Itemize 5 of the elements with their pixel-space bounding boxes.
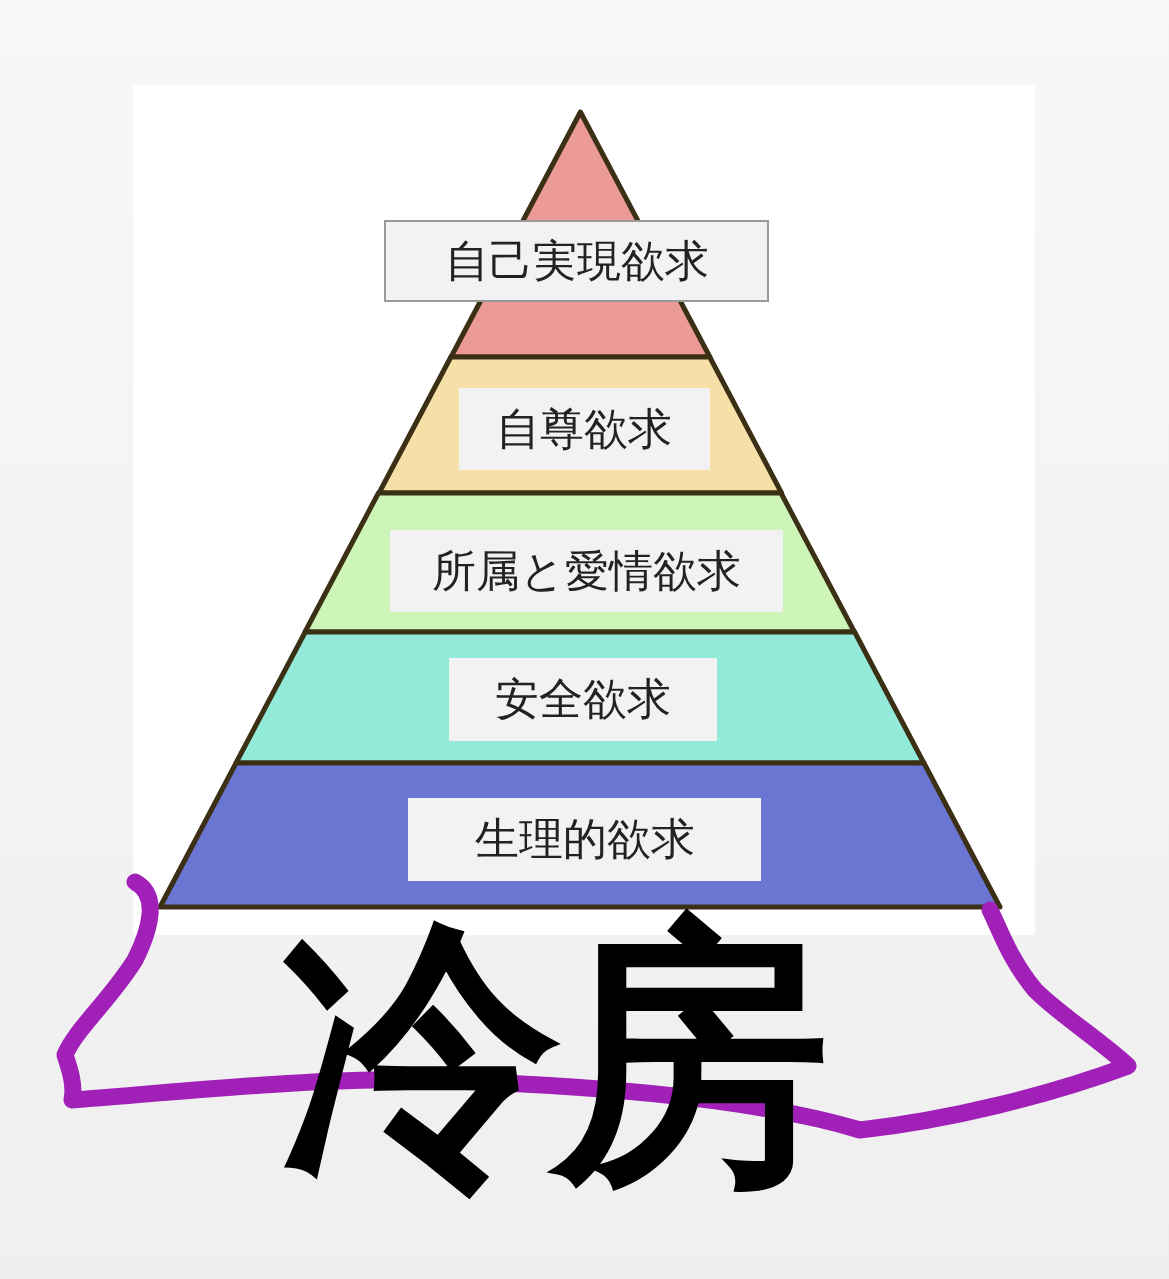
level-label: 安全欲求 (449, 658, 717, 741)
level-label: 自尊欲求 (459, 388, 710, 470)
level-label: 生理的欲求 (408, 798, 761, 881)
level-label: 自己実現欲求 (384, 220, 769, 302)
level-label: 所属と愛情欲求 (390, 530, 783, 612)
